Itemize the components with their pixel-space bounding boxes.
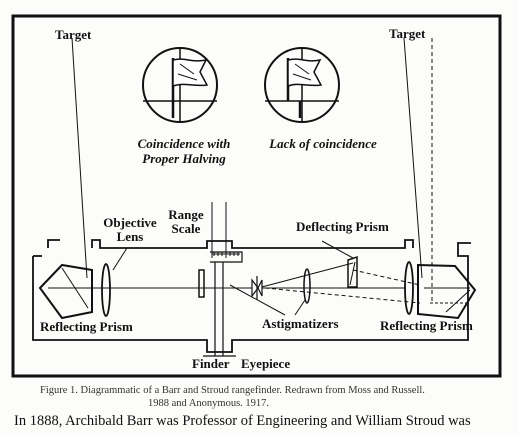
coincidence-caption: Coincidence with Proper Halving bbox=[128, 136, 240, 166]
reflecting-prism-left-label: Reflecting Prism bbox=[40, 319, 133, 334]
astigmatizer-icon bbox=[251, 276, 263, 300]
secondary-ray-dashed bbox=[264, 287, 421, 304]
left-reflecting-prism-icon bbox=[38, 263, 93, 320]
astigmatizer-right-icon bbox=[303, 268, 311, 304]
deflected-ray-dashed bbox=[352, 269, 421, 286]
objective-lens-label-line1: Objective bbox=[103, 215, 157, 230]
target-line-left bbox=[71, 37, 88, 279]
right-objective-lens-icon bbox=[404, 261, 414, 315]
lack-of-coincidence-circle-icon bbox=[264, 47, 340, 123]
range-scale-icon bbox=[210, 202, 243, 263]
body-text: In 1888, Archibald Barr was Professor of… bbox=[14, 413, 471, 429]
rangefinder-housing bbox=[32, 239, 471, 357]
deflecting-prism-icon bbox=[347, 255, 358, 288]
objective-lens-label: Objective Lens bbox=[102, 216, 158, 244]
range-scale-label: Range Scale bbox=[164, 208, 208, 236]
right-reflecting-prism-icon bbox=[417, 263, 477, 320]
objective-lens-label-line2: Lens bbox=[116, 229, 144, 244]
eyepiece-label: Eyepiece bbox=[241, 356, 291, 371]
figure-caption-line1: Figure 1. Diagrammatic of a Barr and Str… bbox=[40, 385, 425, 396]
lack-of-coincidence-caption: Lack of coincidence bbox=[269, 136, 377, 151]
figure-caption: Figure 1. Diagrammatic of a Barr and Str… bbox=[40, 384, 500, 410]
range-scale-label-line1: Range bbox=[168, 207, 204, 222]
finder-label: Finder bbox=[192, 356, 230, 371]
astigmatizers-label: Astigmatizers bbox=[262, 316, 339, 331]
target-left-label: Target bbox=[55, 27, 92, 42]
deflecting-prism-label: Deflecting Prism bbox=[296, 219, 389, 234]
left-objective-lens-icon bbox=[101, 263, 111, 317]
deflected-ray bbox=[257, 262, 354, 289]
figure-caption-line2: 1988 and Anonymous. 1917. bbox=[148, 398, 270, 409]
coincidence-circle-icon bbox=[142, 47, 218, 123]
reflecting-prism-right-label: Reflecting Prism bbox=[380, 318, 473, 333]
coincidence-caption-line1: Coincidence with bbox=[137, 136, 231, 151]
diagram-frame bbox=[11, 14, 502, 378]
finder-lens-icon bbox=[198, 269, 205, 298]
target-line-right bbox=[403, 37, 423, 279]
leader-lines bbox=[112, 240, 354, 316]
coincidence-caption-line2: Proper Halving bbox=[142, 151, 226, 166]
range-scale-label-line2: Scale bbox=[171, 221, 201, 236]
target-right-label: Target bbox=[389, 26, 426, 41]
